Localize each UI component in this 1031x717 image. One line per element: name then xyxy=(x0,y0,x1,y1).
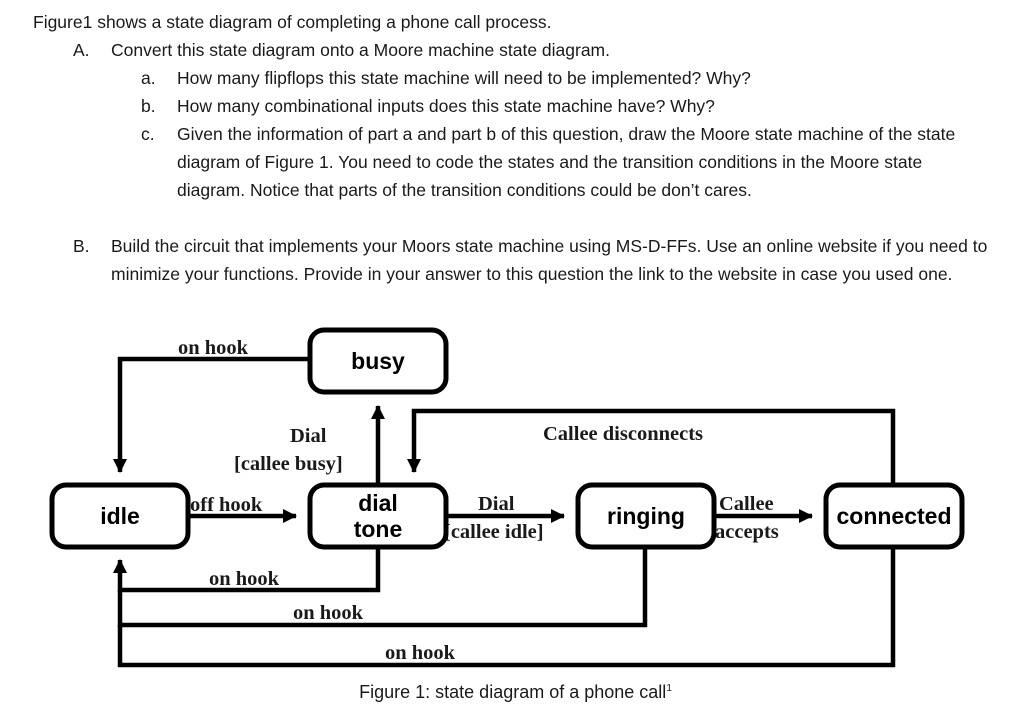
transition-dialtone-to-ringing: Dial [callee idle] xyxy=(444,493,565,543)
transition-connected-to-idle: on hook xyxy=(117,548,896,668)
state-label-connected: connected xyxy=(836,503,951,529)
state-diagram: on hook Dial [callee busy] Callee discon… xyxy=(0,318,1031,678)
transition-ringing-to-idle-label: on hook xyxy=(293,602,364,624)
transition-connected-to-dialtone-label: Callee disconnects xyxy=(543,423,703,445)
transition-dialtone-to-busy-label-2: [callee busy] xyxy=(234,453,343,475)
list-text-a-b: How many combinational inputs does this … xyxy=(177,96,715,116)
list-marker-b: B. xyxy=(73,236,90,256)
transition-busy-to-idle: on hook xyxy=(113,337,310,473)
list-item-a: A. Convert this state diagram onto a Moo… xyxy=(73,36,610,148)
list-marker-a-a: a. xyxy=(141,68,156,88)
list-item-a-c: c. Given the information of part a and p… xyxy=(141,120,955,232)
list-text-b: Build the circuit that implements your M… xyxy=(111,236,988,284)
transition-ringing-to-idle: on hook xyxy=(117,548,648,628)
lead-sentence: Figure1 shows a state diagram of complet… xyxy=(33,12,552,32)
transition-connected-to-idle-path xyxy=(117,548,896,668)
transition-connected-to-dialtone: Callee disconnects xyxy=(407,408,896,485)
transition-idle-to-dialtone: off hook xyxy=(188,494,297,523)
state-diagram-svg: on hook Dial [callee busy] Callee discon… xyxy=(49,327,965,668)
transition-dialtone-to-ringing-label-1: Dial xyxy=(478,493,515,515)
transition-ringing-to-connected-label-2: accepts xyxy=(715,521,779,543)
state-label-dial-tone-line1: dial xyxy=(358,490,398,516)
transition-dialtone-to-idle-path xyxy=(113,548,381,593)
transition-dialtone-to-ringing-label-2: [callee idle] xyxy=(444,521,544,543)
transition-dialtone-to-busy-label-1: Dial xyxy=(290,425,327,447)
transition-ringing-to-idle-path xyxy=(117,548,648,628)
state-label-idle: idle xyxy=(100,503,140,529)
transition-busy-to-idle-label: on hook xyxy=(178,337,249,359)
state-label-busy: busy xyxy=(351,348,405,374)
state-label-dial-tone-line2: tone xyxy=(354,516,403,542)
state-box-idle[interactable] xyxy=(49,482,191,550)
list-item-b: B. Build the circuit that implements you… xyxy=(73,232,987,344)
transition-ringing-to-connected: Callee accepts xyxy=(714,493,813,543)
state-node-connected[interactable]: connected xyxy=(823,482,965,550)
transition-dialtone-to-busy: Dial [callee busy] xyxy=(234,405,385,485)
figure-caption-text: Figure 1: state diagram of a phone call xyxy=(359,682,667,702)
list-item-a-a: a. How many flipflops this state machine… xyxy=(141,64,751,176)
state-node-dial-tone[interactable]: dial tone xyxy=(307,482,449,550)
state-box-busy[interactable] xyxy=(307,327,449,395)
figure-caption-footnote: 1 xyxy=(666,683,672,694)
list-text-a-a: How many flipflops this state machine wi… xyxy=(177,68,751,88)
figure-caption: Figure 1: state diagram of a phone call1 xyxy=(0,682,1031,703)
list-marker-a: A. xyxy=(73,40,90,60)
transition-busy-to-idle-path xyxy=(113,356,310,473)
list-text-a-c: Given the information of part a and part… xyxy=(177,124,956,200)
state-box-ringing[interactable] xyxy=(575,482,717,550)
list-item-a-b: b. How many combinational inputs does th… xyxy=(141,92,715,204)
state-box-dial-tone[interactable] xyxy=(307,482,449,550)
state-label-ringing: ringing xyxy=(607,503,685,529)
state-node-ringing[interactable]: ringing xyxy=(575,482,717,550)
transition-ringing-to-connected-label-1: Callee xyxy=(719,493,774,515)
state-box-connected[interactable] xyxy=(823,482,965,550)
transition-connected-to-dialtone-path xyxy=(407,408,896,485)
transition-dialtone-to-idle: on hook xyxy=(113,548,381,593)
transition-idle-to-dialtone-label: off hook xyxy=(190,494,263,516)
transition-dialtone-to-idle-label: on hook xyxy=(209,568,280,590)
state-node-busy[interactable]: busy xyxy=(307,327,449,395)
state-node-idle[interactable]: idle xyxy=(49,482,191,550)
list-marker-a-c: c. xyxy=(141,124,155,144)
list-marker-a-b: b. xyxy=(141,96,156,116)
transition-connected-to-idle-label: on hook xyxy=(385,642,456,664)
list-text-a: Convert this state diagram onto a Moore … xyxy=(111,40,610,60)
